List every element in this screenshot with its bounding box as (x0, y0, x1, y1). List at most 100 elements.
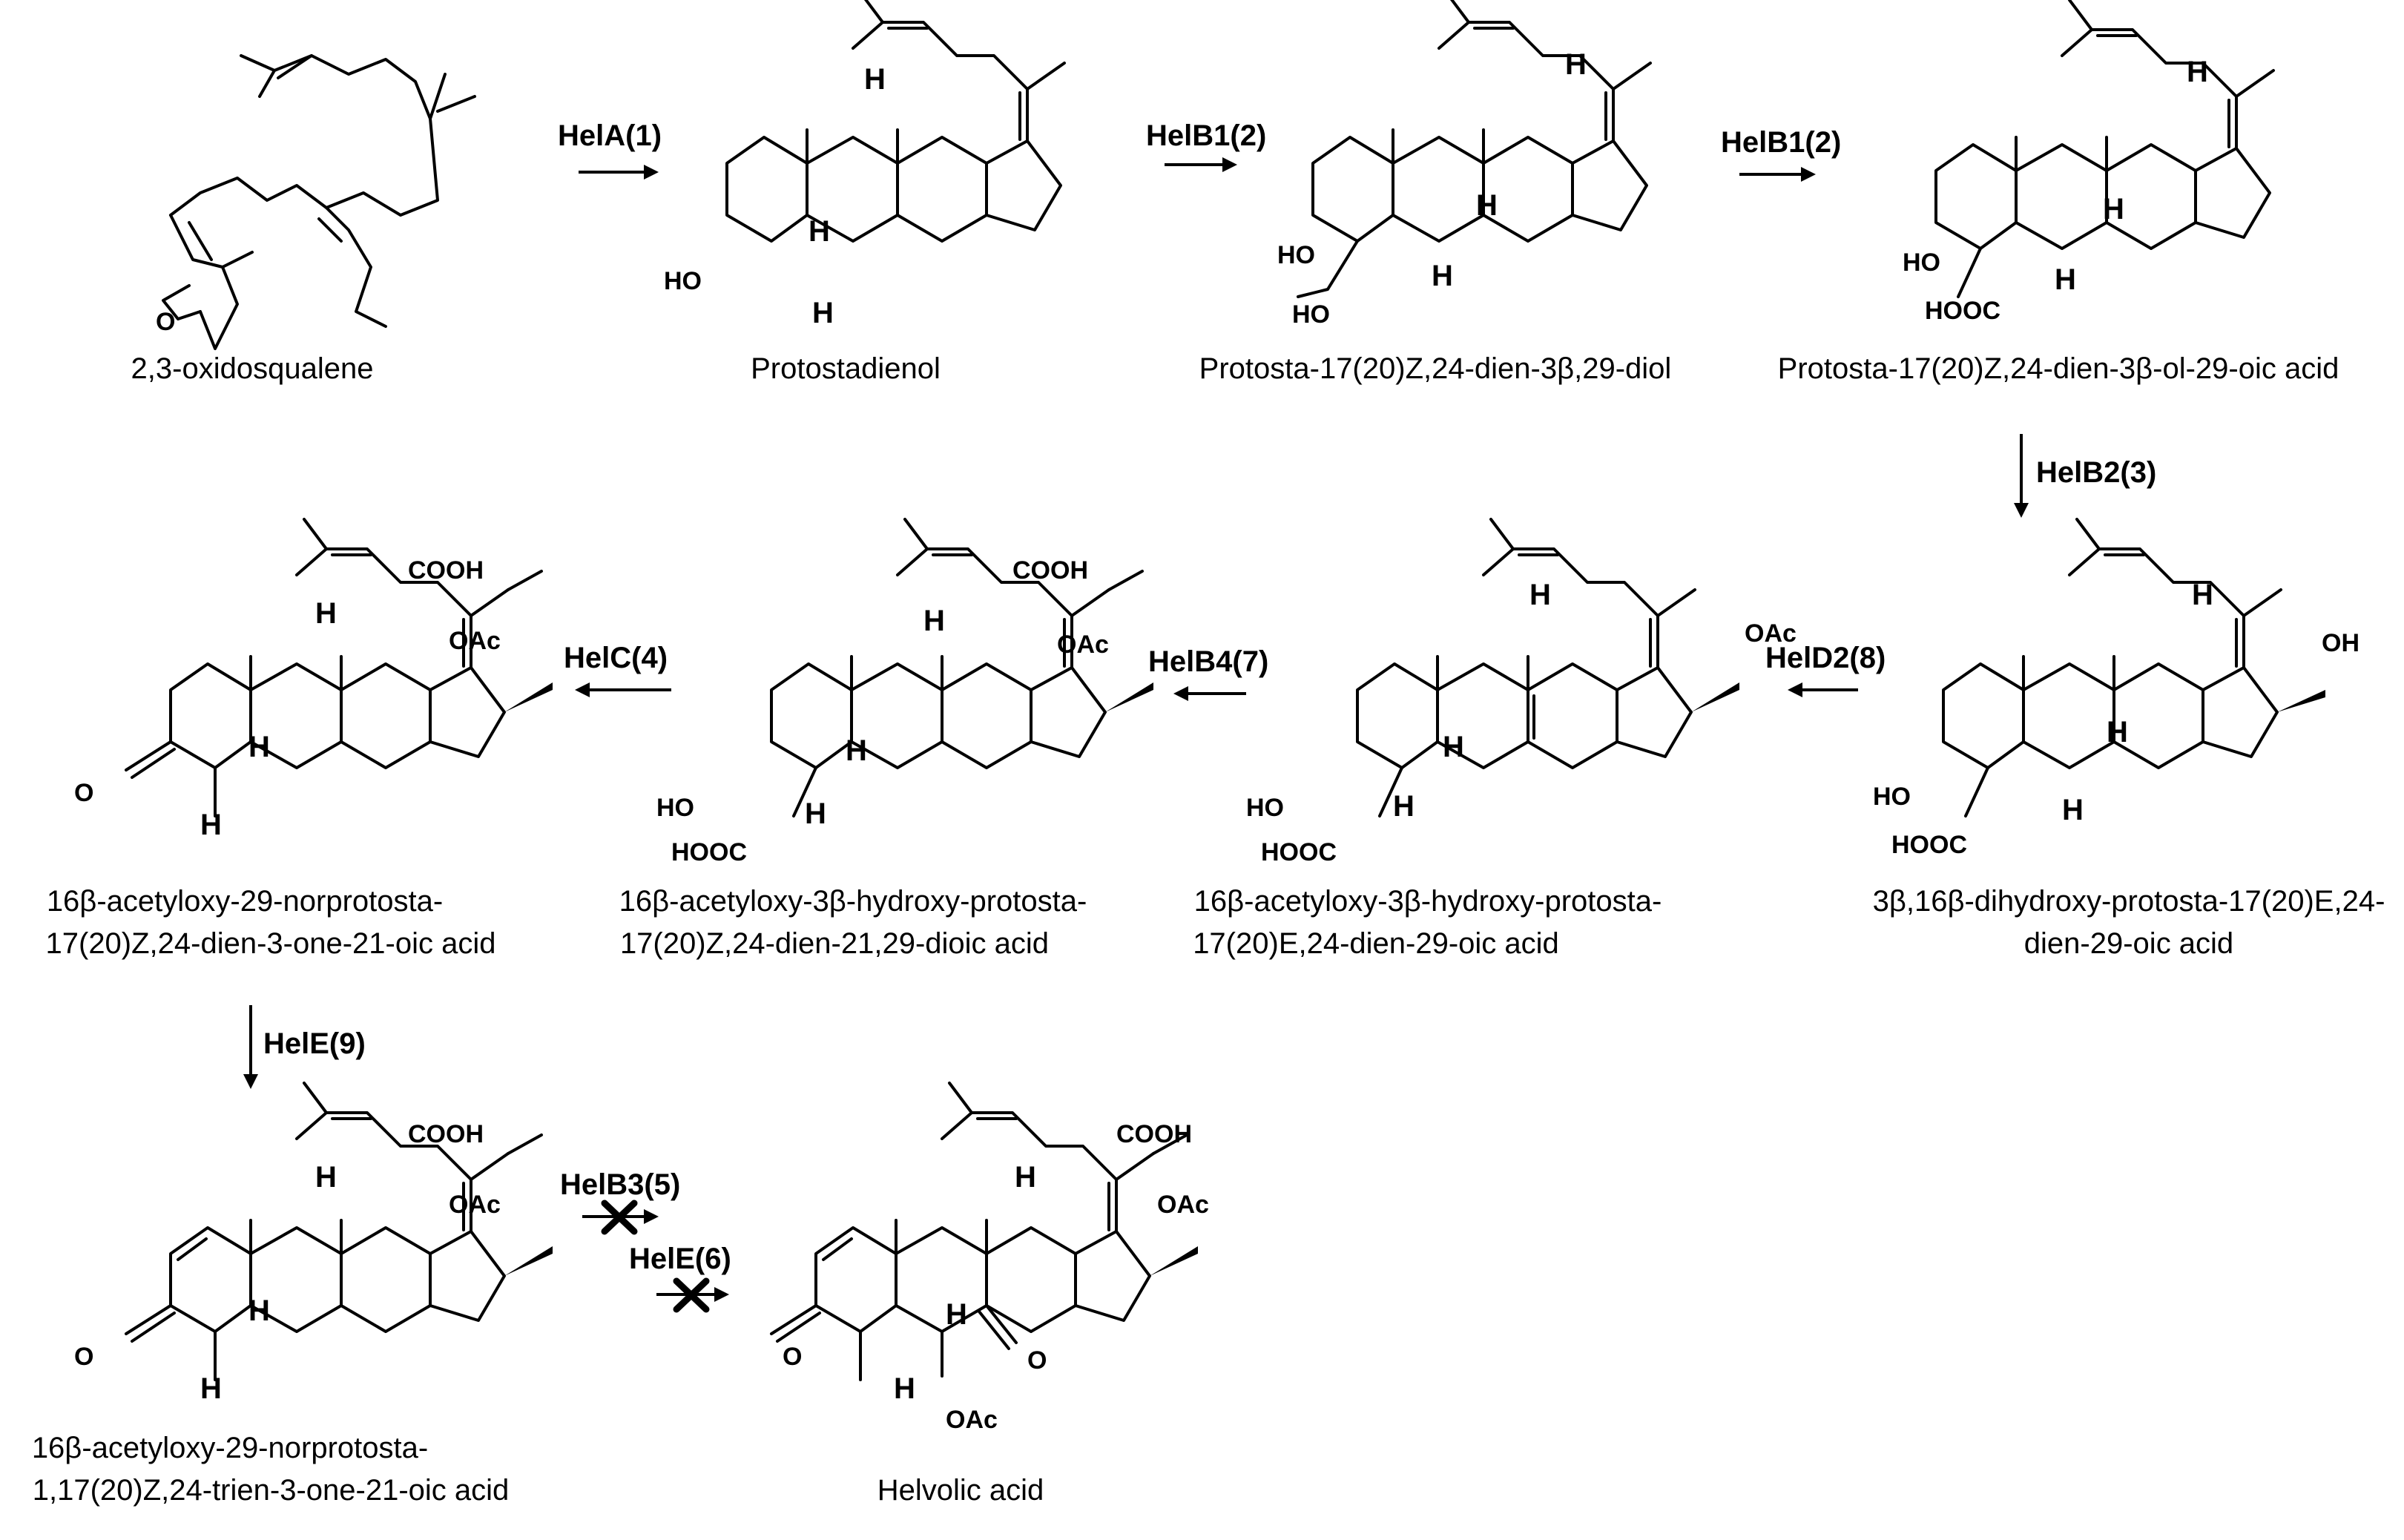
structure-diol (1297, 0, 1652, 298)
ho-label: HO (664, 267, 702, 295)
h-label: H (1432, 260, 1453, 292)
h-label: H (894, 1372, 915, 1405)
arrowhead-2 (1222, 157, 1237, 172)
oac-label: OAc (1157, 1191, 1209, 1219)
h-label: H (1393, 790, 1415, 823)
h-label: H (812, 297, 834, 329)
h-label: H (2192, 579, 2213, 611)
arrowhead-9 (644, 1209, 659, 1224)
hooc-label: HOOC (1925, 297, 2000, 325)
cooh-label: COOH (1012, 556, 1088, 585)
cooh-label: COOH (1116, 1120, 1192, 1148)
enzyme-label-helb1: HelB1(2) (1721, 126, 1841, 159)
arrowhead-10 (714, 1287, 729, 1302)
compound-label-2: Protostadienol (751, 352, 941, 385)
epoxide-o-label: O (156, 308, 175, 336)
oac-label: OAc (1745, 619, 1797, 648)
ketone-o-label: O (1027, 1346, 1047, 1375)
h-label: H (1443, 731, 1464, 763)
compound-label-8-line2: 17(20)Z,24-dien-3-one-21-oic acid (46, 927, 496, 960)
enzyme-label-hele: HelE(6) (629, 1243, 731, 1275)
h-label: H (1565, 48, 1587, 81)
compound-label-7: 16β-acetyloxy-3β-hydroxy-protosta- (619, 885, 1087, 918)
enzyme-label-hele: HelE(9) (263, 1027, 366, 1060)
compound-label-3: Protosta-17(20)Z,24-dien-3β,29-diol (1199, 352, 1672, 385)
cooh-label: COOH (408, 556, 484, 585)
h-label: H (809, 215, 830, 248)
arrowhead-4 (2014, 503, 2029, 518)
blocked-cross-icon (601, 1200, 638, 1235)
structure-oxidosqualene (162, 54, 476, 350)
enzyme-label-helb1: HelB1(2) (1146, 119, 1266, 152)
compound-label-5: 3β,16β-dihydroxy-protosta-17(20)E,24- (1873, 885, 2385, 918)
compound-label-8b: 17(20)Z,24-dien-3-one-21-oic acid (46, 927, 496, 960)
h-label: H (315, 1161, 337, 1194)
ketone-o-label: O (783, 1343, 802, 1371)
compound-label-5-line1: 3β,16β-dihydroxy-protosta-17(20)E,24- (1873, 885, 2385, 918)
compound-label-6: 16β-acetyloxy-3β-hydroxy-protosta- (1194, 885, 1662, 918)
arrowhead-6 (1173, 686, 1188, 701)
enzyme-label-held2: HelD2(8) (1765, 642, 1886, 674)
compound-label-7-line2: 17(20)Z,24-dien-21,29-dioic acid (620, 927, 1049, 960)
compound-label-6-line1: 16β-acetyloxy-3β-hydroxy-protosta- (1194, 885, 1662, 918)
oac-label: OAc (449, 627, 501, 655)
enzyme-label-hela: HelA(1) (558, 119, 662, 152)
h-label: H (2107, 716, 2128, 748)
ho-label: HO (1873, 783, 1911, 811)
h-label: H (2103, 193, 2124, 226)
ho-label: HO (1903, 249, 1940, 277)
arrowhead-3 (1801, 167, 1816, 182)
h-label: H (805, 797, 826, 830)
h-label: H (1529, 579, 1551, 611)
oac-label: OAc (1057, 631, 1109, 659)
hooc-label: HOOC (1891, 831, 1967, 859)
compound-label-9b: 1,17(20)Z,24-trien-3-one-21-oic acid (33, 1474, 510, 1507)
h-label: H (946, 1298, 967, 1331)
structure-dihydroxy (1942, 518, 2325, 817)
h-label: H (200, 1372, 222, 1405)
structure-norprotosta-one (125, 518, 553, 817)
enzyme-label-helb3: HelB3(5) (560, 1168, 680, 1201)
compound-label-10: Helvolic acid (877, 1474, 1044, 1507)
compound-label-6b: 17(20)E,24-dien-29-oic acid (1193, 927, 1559, 960)
cooh-label: COOH (408, 1120, 484, 1148)
compound-label-4: Protosta-17(20)Z,24-dien-3β-ol-29-oic ac… (1778, 352, 2339, 385)
compound-label-9: 16β-acetyloxy-29-norprotosta- (32, 1432, 428, 1464)
h-label: H (2062, 794, 2084, 826)
compound-label-7-line1: 16β-acetyloxy-3β-hydroxy-protosta- (619, 885, 1087, 918)
ho-label: HO (1246, 794, 1284, 822)
blocked-cross-icon (673, 1277, 710, 1313)
h-label: H (1015, 1161, 1036, 1194)
compound-label-8: 16β-acetyloxy-29-norprotosta- (47, 885, 443, 918)
compound-label-9-line2: 1,17(20)Z,24-trien-3-one-21-oic acid (33, 1474, 510, 1507)
oh-label: OH (2322, 629, 2359, 657)
structure-oic-acid (1934, 0, 2275, 298)
enzyme-label-helb4: HelB4(7) (1148, 645, 1268, 678)
ho-label: HO (1277, 241, 1315, 269)
structure-norprotosta-trien (125, 1082, 553, 1381)
h-label: H (846, 734, 867, 767)
h-label: H (248, 1294, 270, 1327)
arrowhead-5 (1788, 682, 1802, 697)
ho-label: HO (656, 794, 694, 822)
compound-label-5-line2: dien-29-oic acid (2024, 927, 2233, 960)
ketone-o-label: O (74, 1343, 93, 1371)
enzyme-label-helb2: HelB2(3) (2036, 456, 2156, 489)
hooc-label: HOOC (1261, 838, 1337, 866)
compound-label-5b: dien-29-oic acid (2024, 927, 2233, 960)
h-label: H (2055, 263, 2076, 296)
compound-label-6-line2: 17(20)E,24-dien-29-oic acid (1193, 927, 1559, 960)
h-label: H (2187, 56, 2208, 88)
enzyme-label-helc: HelC(4) (564, 642, 668, 674)
compound-label-9-line1: 16β-acetyloxy-29-norprotosta- (32, 1432, 428, 1464)
h-label: H (315, 597, 337, 630)
h-label: H (864, 63, 886, 96)
structure-protostadienol (725, 0, 1066, 243)
compound-label-8-line1: 16β-acetyloxy-29-norprotosta- (47, 885, 443, 918)
arrowhead-7 (575, 682, 590, 697)
structure-helvolic-acid (770, 1082, 1198, 1381)
ho-label: HO (1292, 300, 1330, 329)
structure-dioic-acid (770, 518, 1153, 817)
h-label: H (923, 605, 945, 637)
